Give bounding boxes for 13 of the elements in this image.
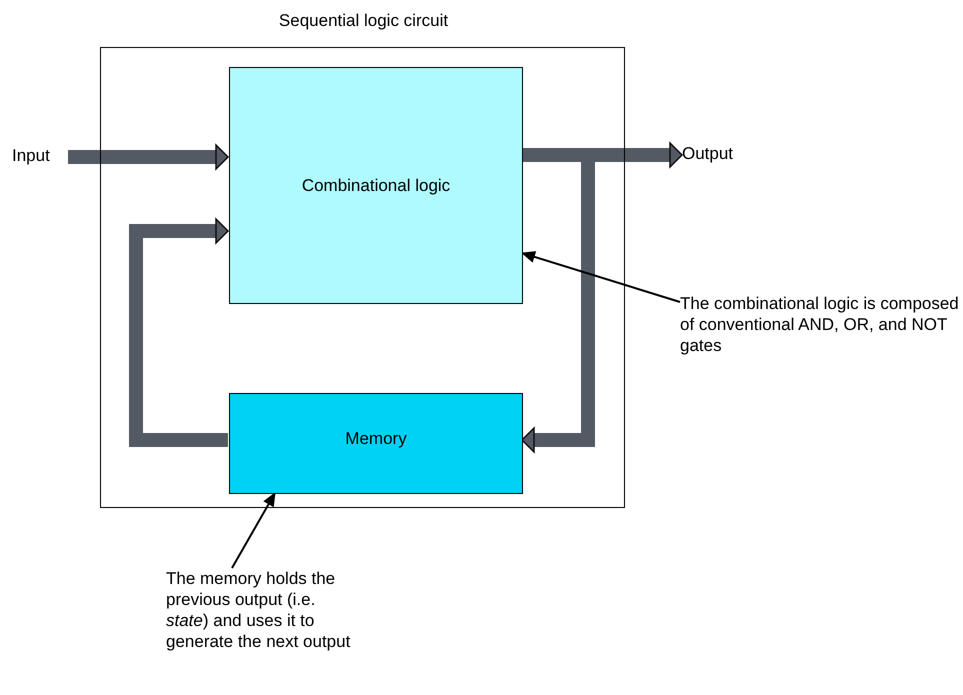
- signal-arrow: [129, 218, 229, 447]
- signal-label: Input: [12, 145, 68, 169]
- logic-block: [229, 67, 523, 304]
- leader-line: [521, 251, 680, 303]
- signal-arrow: [68, 144, 229, 170]
- annotation-text: The memory holds the previous output (i.e. state) and uses it to generate the next output: [166, 568, 362, 690]
- annotation-text: The combinational logic is composed of conventional AND, OR, and NOT gates: [680, 293, 962, 365]
- block-label: Combinational logic: [300, 176, 452, 195]
- leader-line: [231, 492, 276, 568]
- block-label: Memory: [344, 429, 408, 448]
- logic-block: [229, 393, 523, 494]
- frame-title: Sequential logic circuit: [278, 11, 450, 30]
- signal-label: Output: [682, 143, 762, 167]
